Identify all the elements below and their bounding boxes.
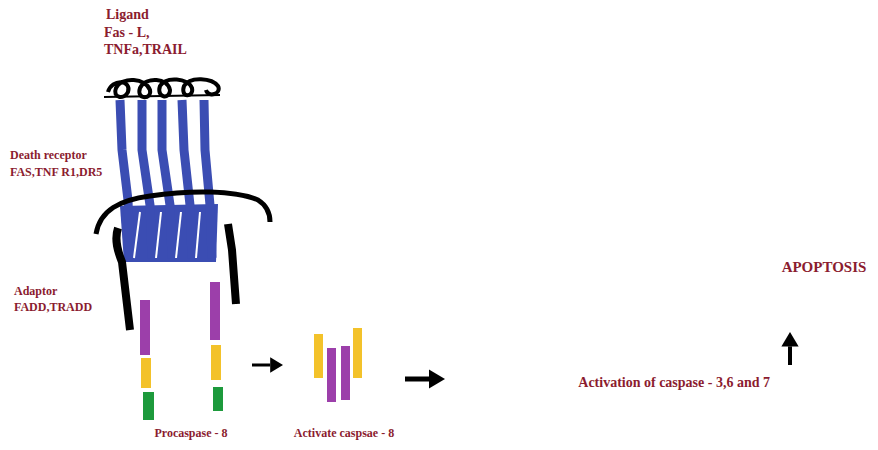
active-caspase-group: Activate caspsae - 8 [283, 320, 405, 445]
outcome-text: APOPTOSIS [770, 258, 878, 332]
caspase-subunit [341, 346, 350, 400]
ligand-base [104, 95, 220, 97]
adaptor-list: FADD,TRADD [14, 300, 114, 315]
node-label: APOPTOSIS [782, 258, 867, 277]
node-label: Procaspase - 8 [154, 425, 227, 441]
ligand-heading: Ligand [106, 6, 196, 23]
caspase-subunit [314, 334, 323, 378]
flow-arrow [252, 357, 283, 372]
caspase-subunit [327, 348, 336, 402]
process-text: Activation of caspase - 3,6 and 7 [445, 365, 800, 401]
procaspase-large-subunit [141, 358, 151, 388]
procaspase-small-subunit [213, 387, 223, 411]
caspase-subunit [353, 328, 362, 378]
node-label: Activate caspsae - 8 [294, 425, 394, 441]
adaptor-right [228, 224, 236, 304]
adaptor-heading: Adaptor [14, 284, 114, 299]
node-label: Activation of caspase - 3,6 and 7 [578, 374, 770, 392]
procaspase-large-subunit [211, 345, 221, 380]
receptor-stripes [134, 212, 200, 258]
procaspase-small-subunit [143, 392, 154, 420]
procaspase-prodomain [210, 282, 220, 340]
adaptor-left [116, 228, 130, 330]
receptor-list: FAS,TNF R1,DR5 [10, 165, 120, 180]
procaspase-prodomain [140, 300, 150, 355]
ligand-list: Fas - L, TNFa,TRAIL [104, 24, 194, 58]
cell-membrane [96, 192, 270, 234]
receptor-heading: Death receptor [10, 148, 120, 163]
flow-arrow [781, 332, 798, 365]
procaspase-group: Procaspase - 8 [130, 280, 252, 445]
flow-arrow [405, 369, 445, 388]
receptor-bars [120, 100, 212, 258]
